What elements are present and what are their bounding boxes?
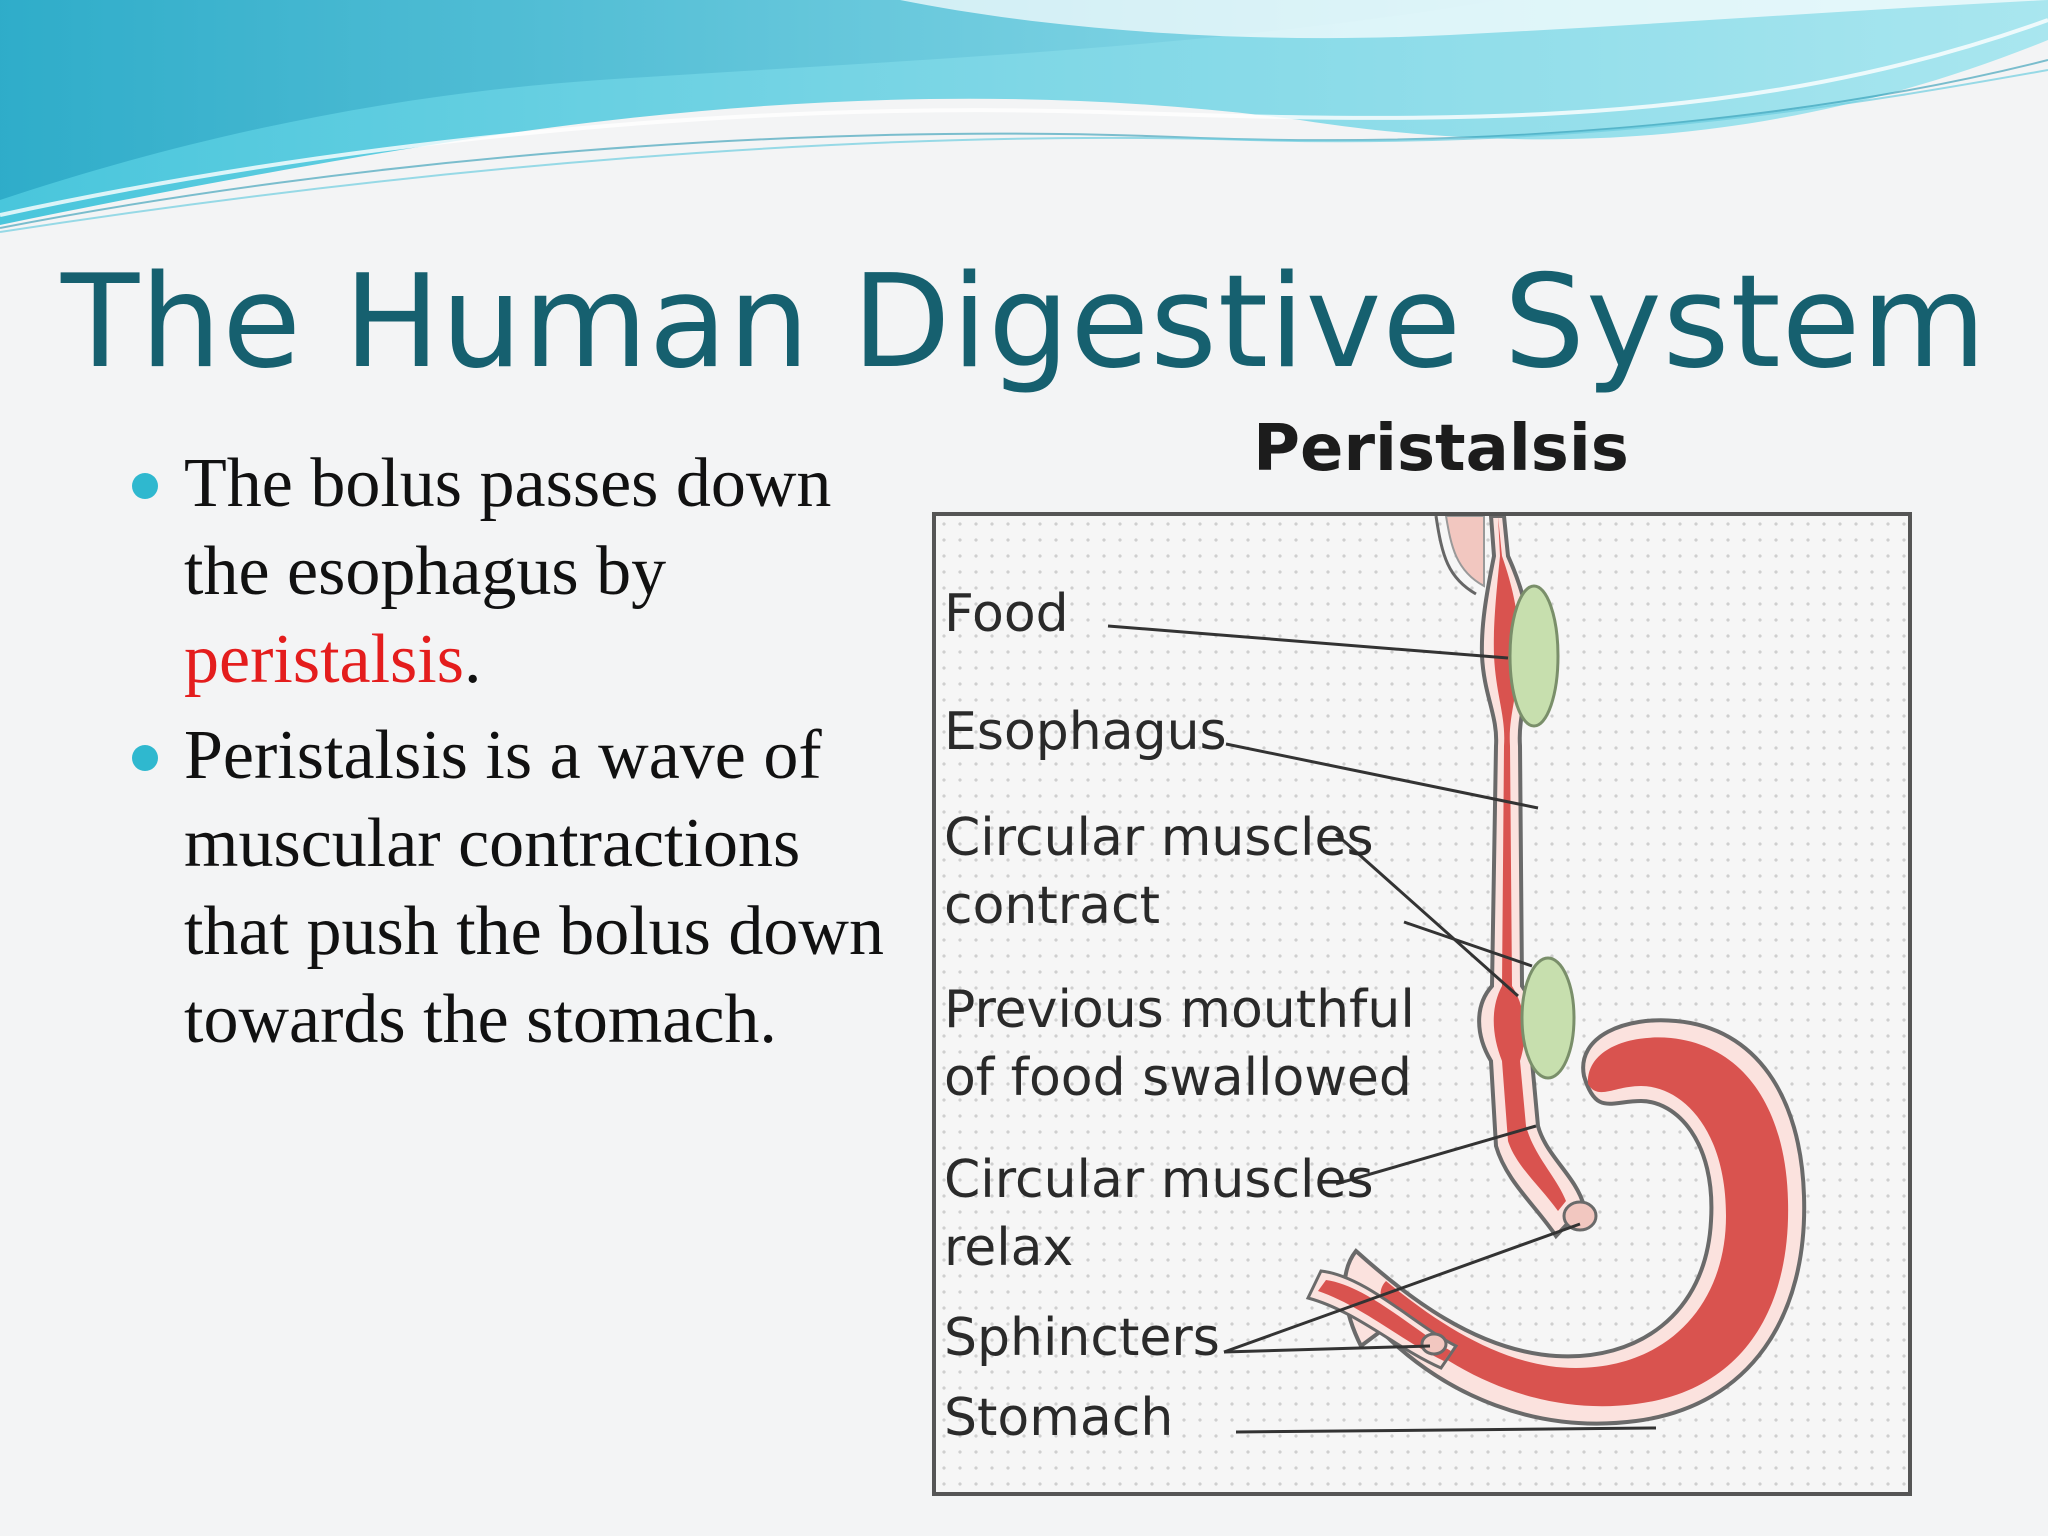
previous-pointer: [1403, 920, 1533, 968]
label-previous-2: of food swallowed: [944, 1048, 1412, 1108]
bullet-text: Peristalsis is a wave of muscular contra…: [184, 717, 884, 1058]
peristalsis-figure: Peristalsis: [918, 412, 1924, 1504]
esophagus-stomach-illustration: [1107, 516, 1807, 1434]
esophagus-pointer: [1225, 742, 1539, 810]
label-sphincters: Sphincters: [944, 1308, 1220, 1368]
pharynx-tissue: [1444, 516, 1485, 588]
contract-pointer: [1335, 832, 1519, 998]
bullet-dot-icon: [132, 473, 158, 499]
pointer-lines: [1107, 624, 1657, 1434]
figure-title: Peristalsis: [1253, 412, 1629, 486]
label-circular-relax-2: relax: [944, 1218, 1074, 1278]
food-bolus: [1508, 584, 1560, 728]
label-circular-relax-1: Circular muscles: [944, 1150, 1374, 1210]
highlight-term: peristalsis: [184, 621, 464, 698]
bullet-list: The bolus passes down the esophagus by p…: [128, 440, 918, 1072]
previous-bolus: [1520, 956, 1576, 1080]
slide-title: The Human Digestive System: [60, 248, 1988, 397]
header-wave-decoration: [0, 0, 2048, 233]
label-esophagus: Esophagus: [944, 702, 1227, 762]
sphincter-upper: [1562, 1200, 1598, 1232]
sphincter-lower: [1420, 1332, 1448, 1356]
sphincter-pointer-2: [1223, 1344, 1431, 1354]
bullet-text-end: .: [463, 621, 482, 698]
bullet-item: The bolus passes down the esophagus by p…: [128, 440, 918, 704]
label-circular-contract-2: contract: [944, 876, 1160, 936]
relax-pointer: [1335, 1124, 1537, 1186]
stomach-pointer: [1235, 1426, 1657, 1434]
bullet-item: Peristalsis is a wave of muscular contra…: [128, 712, 918, 1064]
figure-frame: [932, 512, 1912, 1496]
label-previous-1: Previous mouthful: [944, 980, 1415, 1040]
sphincter-pointer-1: [1223, 1222, 1581, 1354]
label-stomach: Stomach: [944, 1388, 1174, 1448]
bullet-text: The bolus passes down the esophagus by: [184, 445, 832, 610]
label-circular-contract-1: Circular muscles: [944, 808, 1374, 868]
duodenum: [1318, 1280, 1451, 1361]
food-pointer: [1107, 624, 1509, 660]
label-food: Food: [944, 584, 1069, 644]
bullet-dot-icon: [132, 745, 158, 771]
pharynx-edge: [1434, 516, 1477, 596]
